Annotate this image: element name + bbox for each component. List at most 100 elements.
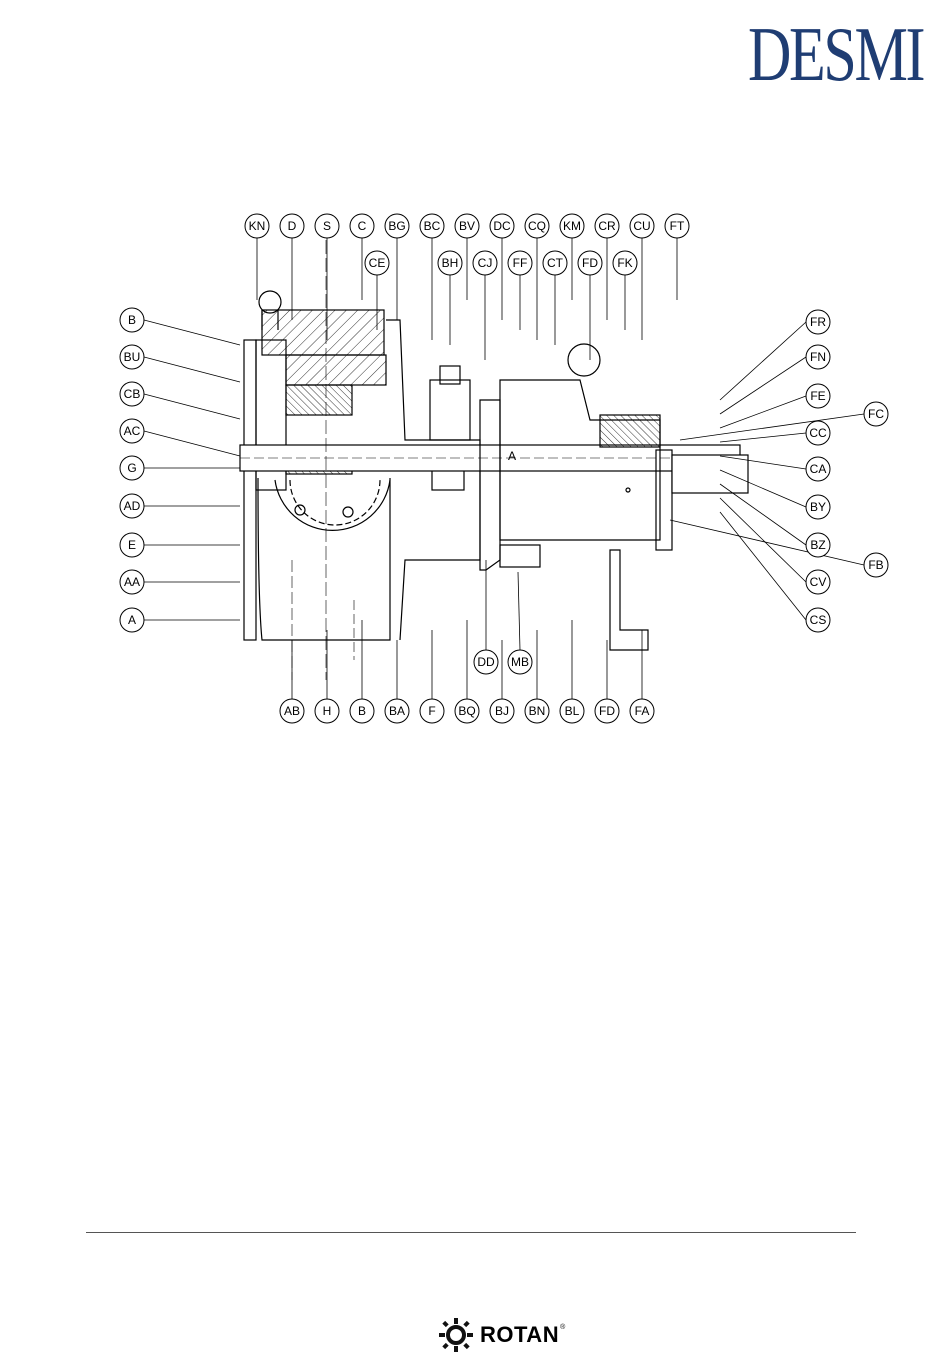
callout-right.2: FE bbox=[806, 384, 830, 408]
callout-bottom.7: BN bbox=[525, 699, 549, 723]
callout-label: BG bbox=[388, 219, 405, 233]
callout-label: FD bbox=[599, 704, 615, 718]
registered-mark: ® bbox=[560, 1324, 565, 1331]
callout-label: BL bbox=[565, 704, 580, 718]
callout-left.7: AA bbox=[120, 570, 144, 594]
callout-top.3: C bbox=[350, 214, 374, 238]
callout-label: A bbox=[128, 613, 136, 627]
callout-left.4: G bbox=[120, 456, 144, 480]
callout-label: F bbox=[428, 704, 435, 718]
callout-label: MB bbox=[511, 655, 529, 669]
callout-label: B bbox=[128, 313, 136, 327]
callout-label: AC bbox=[124, 424, 141, 438]
callout-second.5: FD bbox=[578, 251, 602, 275]
callout-top.4: BG bbox=[385, 214, 409, 238]
callout-bottom.3: BA bbox=[385, 699, 409, 723]
callout-label: CE bbox=[369, 256, 386, 270]
callout-left.0: B bbox=[120, 308, 144, 332]
callout-label: D bbox=[288, 219, 297, 233]
callout-label: CV bbox=[810, 575, 827, 589]
callout-bottom.10: FA bbox=[630, 699, 654, 723]
callout-right.1: FN bbox=[806, 345, 830, 369]
leader-line bbox=[144, 394, 240, 419]
callout-label: CC bbox=[809, 426, 827, 440]
callout-top.0: KN bbox=[245, 214, 269, 238]
callout-top.8: CQ bbox=[525, 214, 549, 238]
leader-line bbox=[720, 484, 806, 545]
callout-second.2: CJ bbox=[473, 251, 497, 275]
callout-label: BV bbox=[459, 219, 475, 233]
callout-second.3: FF bbox=[508, 251, 532, 275]
callout-label: FD bbox=[582, 256, 598, 270]
callout-label: FE bbox=[810, 389, 825, 403]
callout-left.1: BU bbox=[120, 345, 144, 369]
callout-label: B bbox=[358, 704, 366, 718]
callout-label: BH bbox=[442, 256, 459, 270]
callout-label: DD bbox=[477, 655, 495, 669]
leader-line bbox=[720, 322, 806, 400]
leader-line bbox=[680, 414, 864, 440]
callout-lower_mid.0: DD bbox=[474, 650, 498, 674]
leader-line bbox=[720, 512, 806, 620]
callout-bottom.9: FD bbox=[595, 699, 619, 723]
callout-label: S bbox=[323, 219, 331, 233]
leader-line bbox=[144, 357, 240, 382]
callout-second.6: FK bbox=[613, 251, 637, 275]
callout-second.0: CE bbox=[365, 251, 389, 275]
leader-line bbox=[670, 520, 864, 565]
callout-label: E bbox=[128, 538, 136, 552]
leader-line bbox=[720, 433, 806, 442]
leader-line bbox=[144, 431, 240, 456]
callout-label: CQ bbox=[528, 219, 546, 233]
callout-label: BA bbox=[389, 704, 405, 718]
callout-top.6: BV bbox=[455, 214, 479, 238]
leader-line bbox=[144, 320, 240, 345]
callout-label: FK bbox=[617, 256, 632, 270]
rotan-gear-icon bbox=[436, 1316, 476, 1354]
callout-label: FC bbox=[868, 407, 884, 421]
callout-label: FT bbox=[670, 219, 685, 233]
callout-label: FR bbox=[810, 315, 826, 329]
callout-bottom.5: BQ bbox=[455, 699, 479, 723]
callout-top.12: FT bbox=[665, 214, 689, 238]
callout-label: FN bbox=[810, 350, 826, 364]
callout-top.9: KM bbox=[560, 214, 584, 238]
callout-top.10: CR bbox=[595, 214, 619, 238]
callout-bottom.2: B bbox=[350, 699, 374, 723]
callout-label: C bbox=[358, 219, 367, 233]
callout-label: KM bbox=[563, 219, 581, 233]
callout-left.3: AC bbox=[120, 419, 144, 443]
callout-label: AA bbox=[124, 575, 140, 589]
callout-left.8: A bbox=[120, 608, 144, 632]
callout-right.5: BY bbox=[806, 495, 830, 519]
callout-bottom.0: AB bbox=[280, 699, 304, 723]
callout-left.6: E bbox=[120, 533, 144, 557]
callout-label: BY bbox=[810, 500, 826, 514]
callout-second.1: BH bbox=[438, 251, 462, 275]
callout-label: AB bbox=[284, 704, 300, 718]
callout-top.7: DC bbox=[490, 214, 514, 238]
callout-label: CA bbox=[810, 462, 827, 476]
callout-top.5: BC bbox=[420, 214, 444, 238]
leader-line bbox=[720, 357, 806, 414]
callout-lower_mid.1: MB bbox=[508, 650, 532, 674]
callout-bottom.4: F bbox=[420, 699, 444, 723]
callout-label: BU bbox=[124, 350, 141, 364]
footer-divider bbox=[86, 1232, 856, 1233]
pump-body bbox=[240, 240, 748, 680]
callout-label: FA bbox=[635, 704, 650, 718]
callout-right.0: FR bbox=[806, 310, 830, 334]
callout-top.1: D bbox=[280, 214, 304, 238]
callout-label: BJ bbox=[495, 704, 509, 718]
callout-left.2: CB bbox=[120, 382, 144, 406]
callout-right.3: CC bbox=[806, 421, 830, 445]
callout-top.11: CU bbox=[630, 214, 654, 238]
callout-label: H bbox=[323, 704, 332, 718]
callout-right.4: CA bbox=[806, 457, 830, 481]
callout-label: BN bbox=[529, 704, 546, 718]
callout-bottom.6: BJ bbox=[490, 699, 514, 723]
callout-right.7: CV bbox=[806, 570, 830, 594]
callout-top.2: S bbox=[315, 214, 339, 238]
callout-label: BQ bbox=[458, 704, 475, 718]
